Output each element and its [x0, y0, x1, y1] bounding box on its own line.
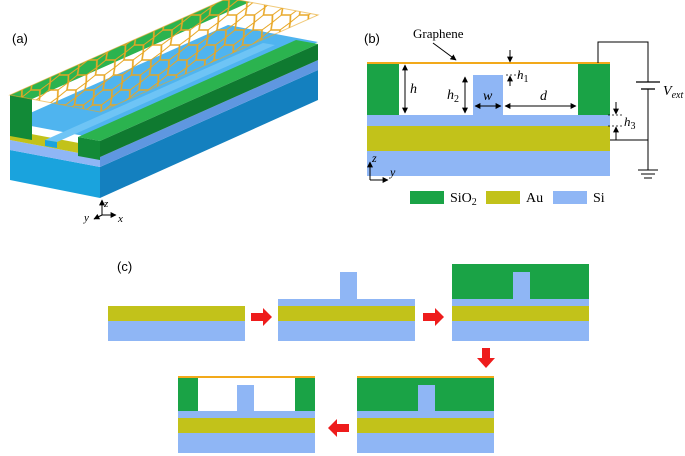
fab-step-3 [452, 264, 589, 341]
fab-step-2 [278, 272, 415, 341]
axis-b-y-label: y [389, 165, 396, 179]
sio2-wall-front-top [78, 40, 318, 141]
panel-c-label: (c) [117, 259, 132, 274]
material-legend: SiO2 Au Si [410, 191, 605, 208]
graphene-outline [8, 0, 320, 113]
legend-swatch-si [553, 191, 587, 204]
graphene-label: Graphene [413, 26, 464, 41]
panel-a-label: (a) [12, 31, 28, 46]
device-3d [8, 0, 320, 198]
si-layer-thin [10, 140, 100, 167]
legend-label-si: Si [593, 191, 605, 206]
legend-label-au: Au [526, 191, 543, 206]
sio2-wall-left [367, 63, 399, 115]
axis-z-label: z [103, 198, 109, 210]
legend-label-sio2: SiO2 [450, 191, 477, 208]
fab-step-5 [178, 376, 315, 453]
w-label: w [483, 89, 493, 104]
panel-b-label: (b) [364, 31, 380, 46]
h2-label: h2 [447, 88, 459, 105]
sio2-wall-right [578, 63, 610, 115]
axis-y-label: y [83, 212, 89, 224]
step-arrow-1 [251, 308, 272, 326]
step-arrow-2 [423, 308, 444, 326]
legend-swatch-sio2 [410, 191, 444, 204]
si-ridge-front [45, 140, 57, 148]
h-label: h [410, 82, 417, 97]
axes-a: z x y [83, 198, 123, 225]
vext-label: Vext [663, 84, 683, 101]
si-thin-side-face [100, 60, 318, 167]
panel-b: (b) Graphene h h2 h1 w d [364, 26, 683, 208]
si-ridge-top [45, 43, 275, 142]
axis-b-z-label: z [371, 151, 377, 165]
panel-a: (a) [8, 0, 320, 225]
fab-step-1 [108, 306, 245, 341]
si-substrate [367, 151, 610, 176]
sio2-wall-back-end [10, 95, 32, 140]
h3-label: h3 [624, 114, 636, 132]
legend-swatch-au [486, 191, 520, 204]
sio2-wall-front-side [100, 44, 318, 157]
sio2-wall-front-end [78, 137, 100, 160]
au-layer [367, 126, 610, 151]
step-arrow-3 [477, 348, 495, 368]
vext-circuit: Vext [597, 41, 683, 179]
si-front-face [10, 150, 100, 198]
axes-b: z y [367, 151, 396, 183]
si-layer [367, 115, 610, 126]
panel-c: (c) [108, 259, 589, 453]
axis-x-label: x [117, 213, 123, 225]
graphene-sheet [10, 0, 318, 112]
graphene-pointer [432, 42, 457, 61]
fab-step-4 [357, 376, 494, 453]
d-label: d [540, 89, 548, 104]
step-arrow-4 [328, 419, 349, 437]
si-side-face [100, 70, 318, 198]
h1-label: h1 [517, 67, 529, 85]
